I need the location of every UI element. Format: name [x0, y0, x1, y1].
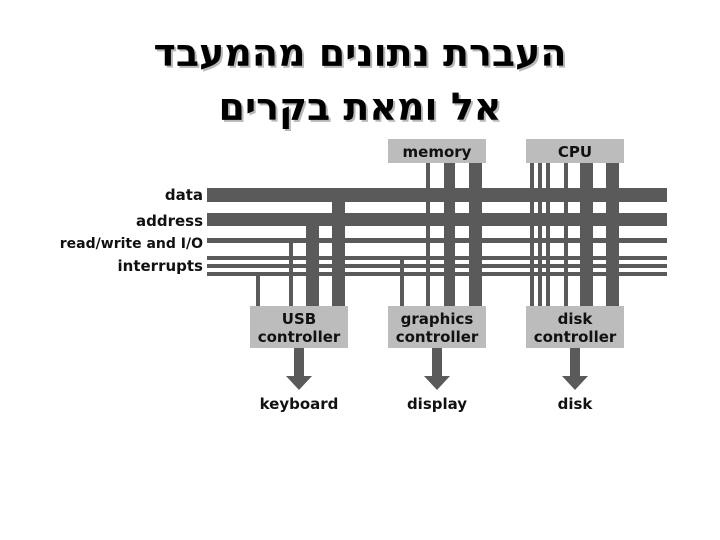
- graphics-controller-box: graphics controller: [388, 306, 486, 348]
- memory-connectors: [400, 163, 482, 306]
- cpu-label: CPU: [558, 143, 592, 161]
- arrow-down-icon: [286, 348, 312, 390]
- label-rw-io: read/write and I/O: [60, 236, 203, 252]
- interrupts-bus-2: [207, 264, 667, 268]
- label-interrupts: interrupts: [118, 257, 204, 275]
- interrupts-bus-3: [207, 272, 667, 276]
- title-line-1: העברת נתונים מהמעבד: [153, 31, 567, 75]
- graphics-controller-line2: controller: [396, 328, 479, 346]
- label-data: data: [165, 186, 203, 204]
- device-disk: disk: [558, 395, 594, 413]
- memory-box: memory: [388, 139, 486, 163]
- arrow-down-icon: [424, 348, 450, 390]
- usb-connectors: [256, 196, 345, 306]
- device-keyboard: keyboard: [260, 395, 339, 413]
- address-bus: [207, 213, 667, 226]
- arrow-down-icon: [562, 348, 588, 390]
- interrupts-bus-1: [207, 256, 667, 260]
- usb-controller-line1: USB: [282, 310, 316, 328]
- graphics-controller-line1: graphics: [401, 310, 474, 328]
- usb-controller-line2: controller: [258, 328, 341, 346]
- disk-controller-box: disk controller: [526, 306, 624, 348]
- disk-controller-line2: controller: [534, 328, 617, 346]
- data-bus: [207, 188, 667, 202]
- title-line-2: אל ומאת בקרים: [218, 85, 502, 129]
- graphics-connectors: [400, 260, 404, 306]
- memory-label: memory: [403, 143, 472, 161]
- rw-io-bus: [207, 238, 667, 243]
- cpu-box: CPU: [526, 139, 624, 163]
- cpu-connectors: [530, 163, 619, 306]
- device-display: display: [407, 395, 467, 413]
- slide-title: העברת נתונים מהמעבד אל ומאת בקרים: [0, 26, 720, 134]
- label-address: address: [136, 212, 203, 230]
- disk-controller-line1: disk: [558, 310, 594, 328]
- bus-lines: [207, 188, 667, 276]
- usb-controller-box: USB controller: [250, 306, 348, 348]
